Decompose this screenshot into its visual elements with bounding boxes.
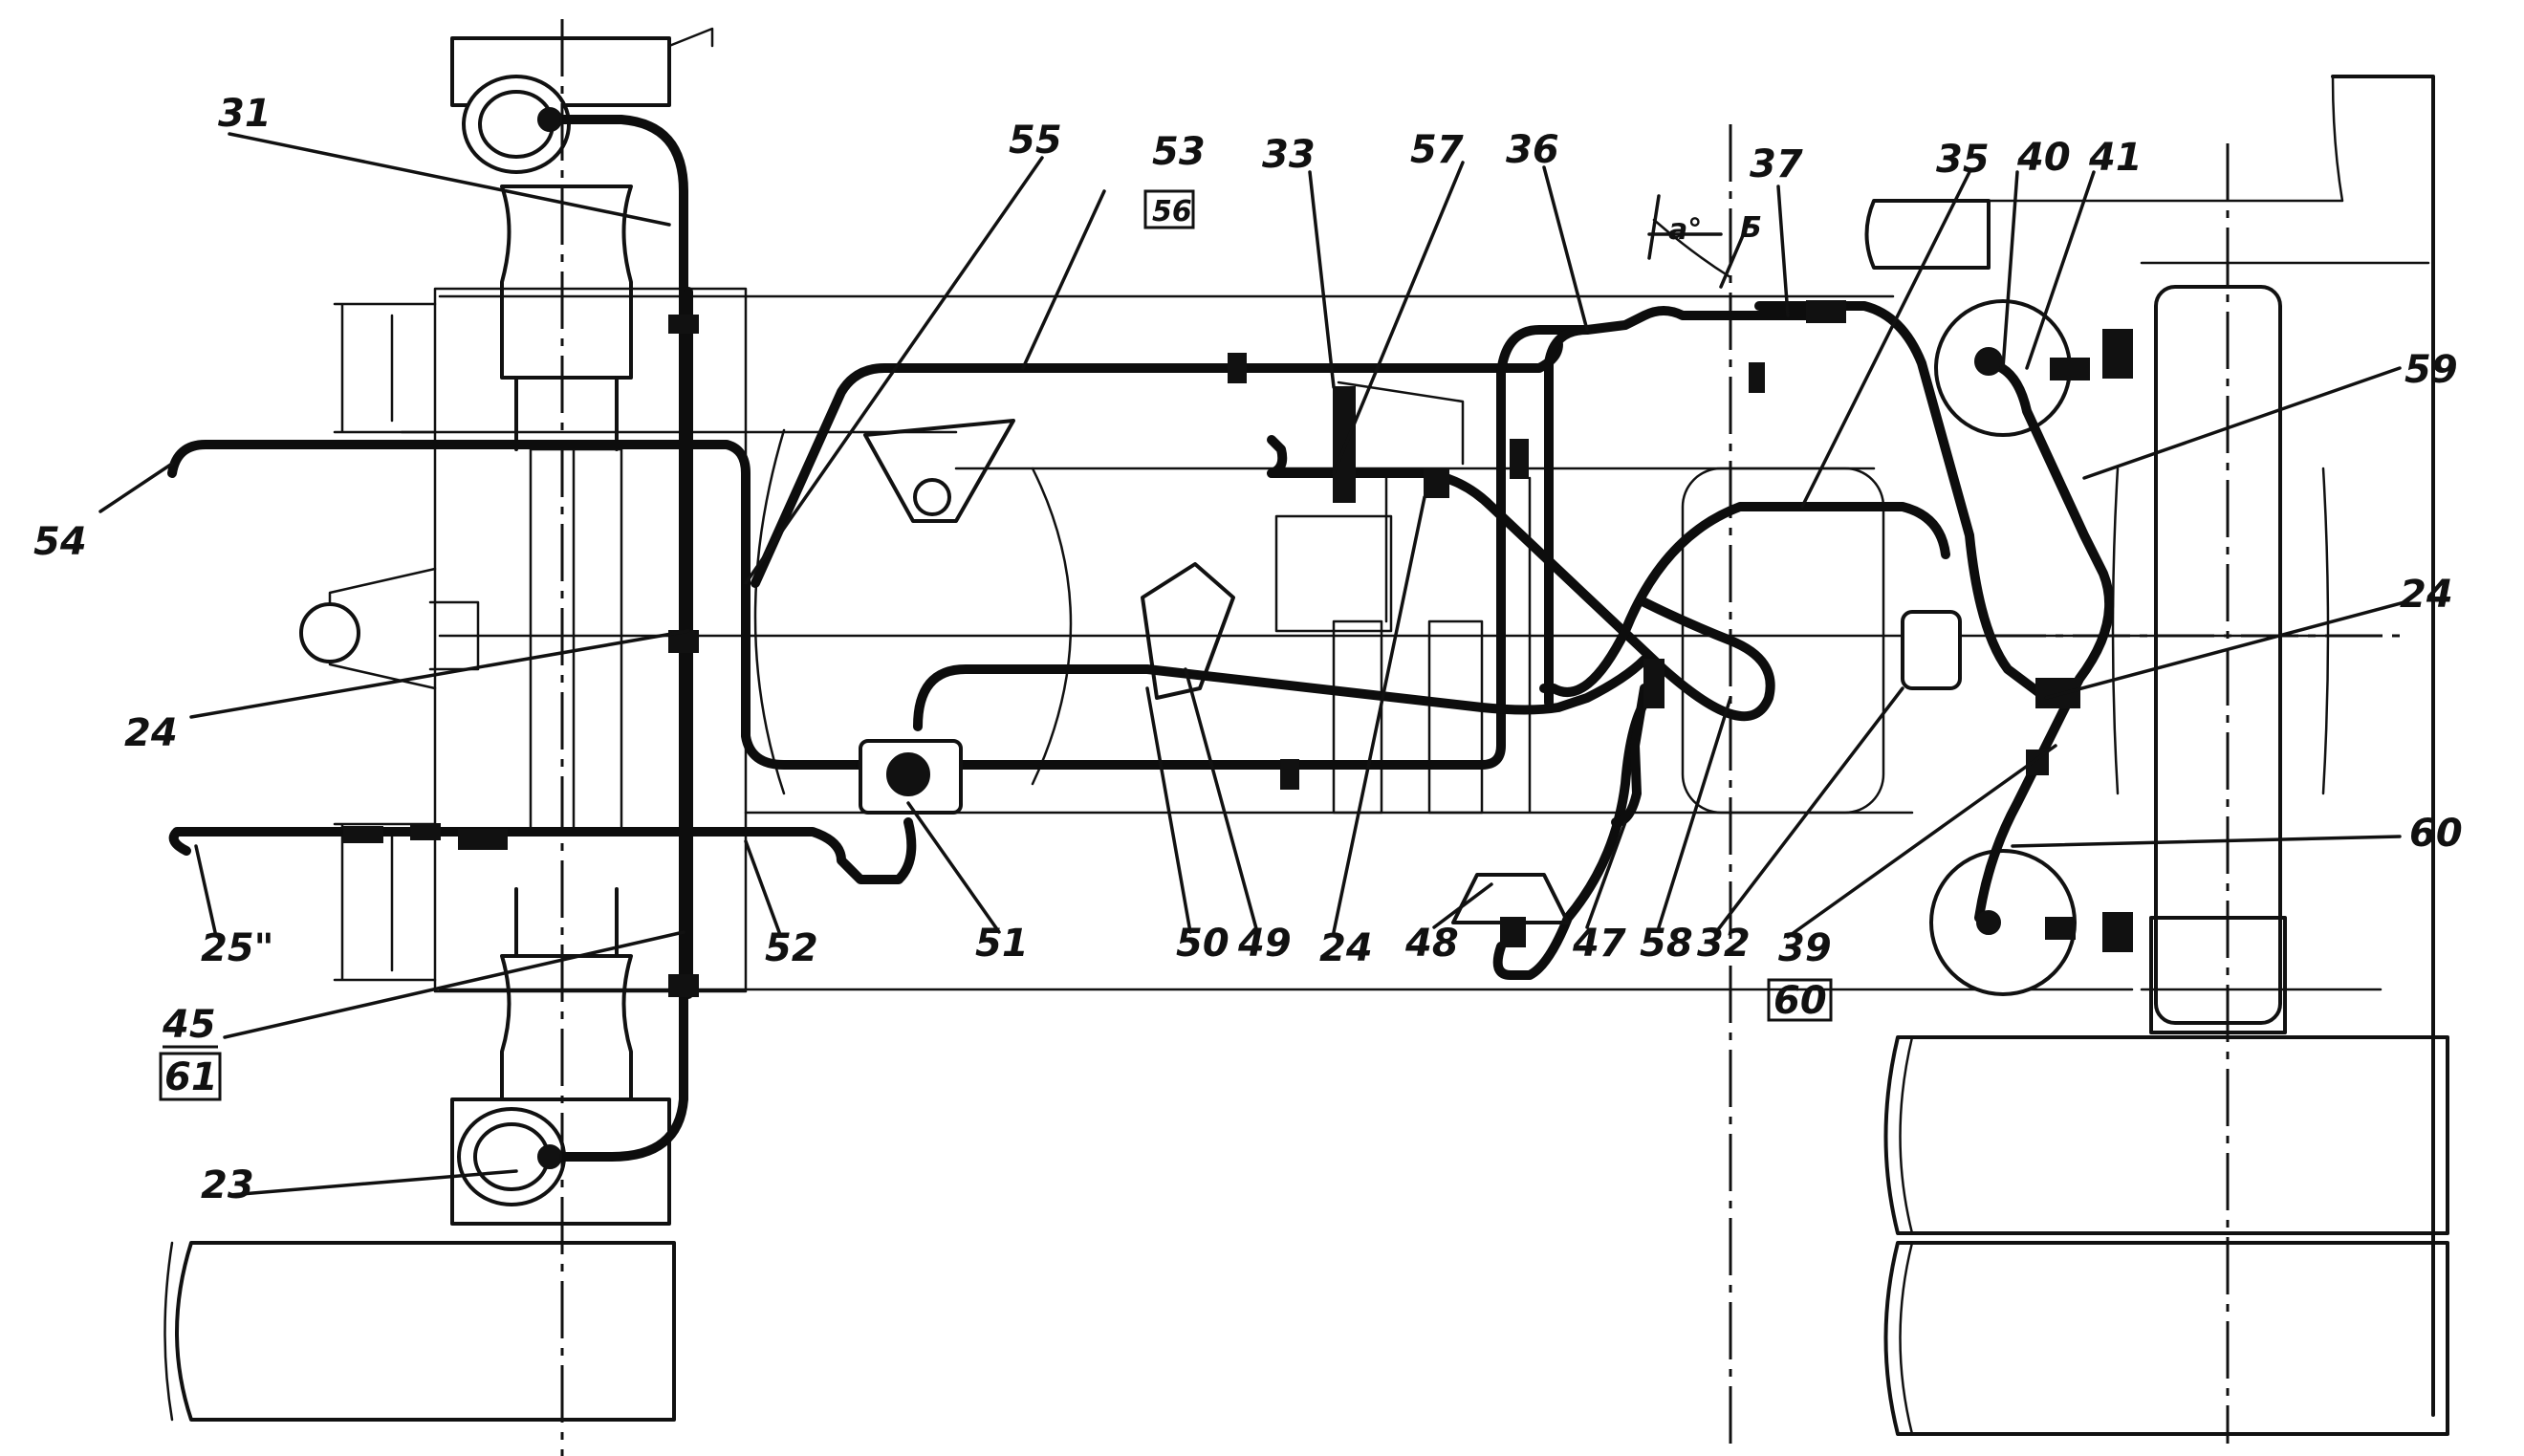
front-axle-assembly <box>163 19 714 1456</box>
label-40: 40 <box>2016 136 2071 180</box>
label-b: Б <box>1740 211 1762 245</box>
label-59: 59 <box>2404 348 2458 392</box>
label-60: 60 <box>2409 812 2463 856</box>
label-61: 61 <box>164 1055 218 1099</box>
label-36: 36 <box>1506 128 1559 172</box>
label-35: 35 <box>1936 138 1990 182</box>
label-57: 57 <box>1410 128 1464 172</box>
pipelines <box>167 115 2115 1162</box>
label-60-boxed: 60 <box>1773 979 1827 1023</box>
label-55: 55 <box>1009 119 1062 163</box>
label-37: 37 <box>1750 142 1803 186</box>
air-receiver-area <box>753 380 1962 815</box>
label-52: 52 <box>765 926 818 970</box>
box-56 <box>1143 189 1195 229</box>
label-53: 53 <box>1152 130 1206 174</box>
label-58: 58 <box>1640 922 1693 966</box>
label-48: 48 <box>1404 922 1459 966</box>
label-39: 39 <box>1778 926 1832 970</box>
label-25: 25" <box>201 926 274 970</box>
label-49: 49 <box>1237 922 1292 966</box>
label-23: 23 <box>201 1163 254 1207</box>
label-angle-a: a° <box>1668 213 1702 247</box>
label-47: 47 <box>1572 922 1626 966</box>
leader-lines <box>98 132 2406 1197</box>
box-60 <box>1767 978 1833 1022</box>
label-50: 50 <box>1176 922 1229 966</box>
label-31: 31 <box>218 92 272 136</box>
label-56: 56 <box>1152 195 1192 228</box>
label-33: 33 <box>1262 133 1316 177</box>
label-32: 32 <box>1697 922 1751 966</box>
label-24-mid: 24 <box>1319 926 1373 970</box>
rear-axle-assembly <box>1729 75 2449 1444</box>
label-24-right: 24 <box>2400 573 2453 617</box>
label-41: 41 <box>2088 136 2143 180</box>
label-45: 45 <box>162 1003 216 1047</box>
box-61 <box>159 1052 222 1101</box>
label-51: 51 <box>975 922 1029 966</box>
fittings <box>343 107 2133 1169</box>
label-54: 54 <box>33 520 87 564</box>
position-labels: 31 55 53 56 33 57 36 37 35 40 41 59 54 2… <box>33 92 2463 1207</box>
label-24-left: 24 <box>124 711 178 755</box>
